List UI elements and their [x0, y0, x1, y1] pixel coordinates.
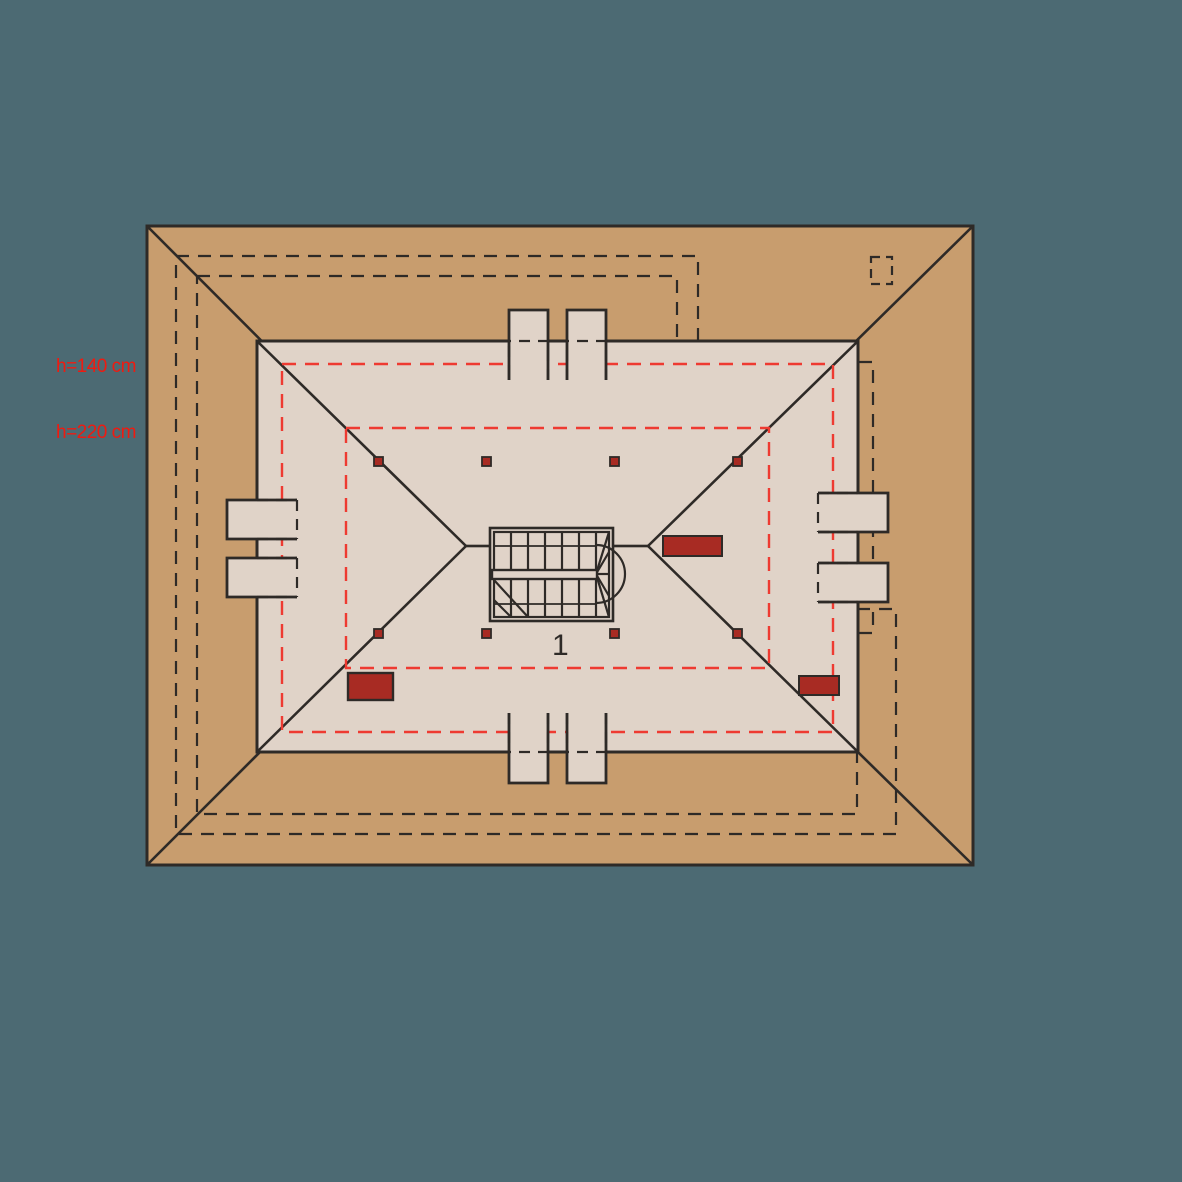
dormer-top-right	[565, 308, 608, 380]
post-marker	[609, 628, 620, 639]
post-marker	[481, 456, 492, 467]
post-marker	[373, 628, 384, 639]
knee-wall-lines	[280, 362, 835, 734]
staircase	[466, 526, 648, 623]
dormer-left-upper	[225, 498, 299, 541]
post-marker	[609, 456, 620, 467]
dormer-bottom-right	[565, 713, 608, 785]
h-220-label: h=220 cm	[56, 422, 136, 443]
post-marker	[373, 456, 384, 467]
knee-wall-220	[344, 426, 771, 670]
red-block-lower-right	[798, 675, 840, 696]
dormer-right-upper	[816, 491, 890, 534]
eaves-inner-dashed	[195, 274, 875, 816]
red-block-center-right	[662, 535, 723, 557]
chimney-outline	[869, 255, 894, 286]
post-marker	[481, 628, 492, 639]
h-140-label: h=140 cm	[56, 356, 136, 377]
dormer-right-lower	[816, 561, 890, 604]
stair-guides	[494, 545, 596, 605]
red-block-lower-left	[346, 671, 395, 702]
dormer-top-left	[507, 308, 550, 380]
dormers-group	[225, 308, 890, 785]
post-marker	[732, 456, 743, 467]
dormer-left-lower	[225, 556, 299, 599]
room-number-1: 1	[552, 629, 569, 662]
post-markers-group	[373, 456, 743, 639]
red-blocks-group	[346, 535, 840, 702]
stair-handrail	[490, 568, 599, 581]
dormer-bottom-left	[507, 713, 550, 785]
post-marker	[732, 628, 743, 639]
stair-lower-winders	[493, 579, 529, 618]
